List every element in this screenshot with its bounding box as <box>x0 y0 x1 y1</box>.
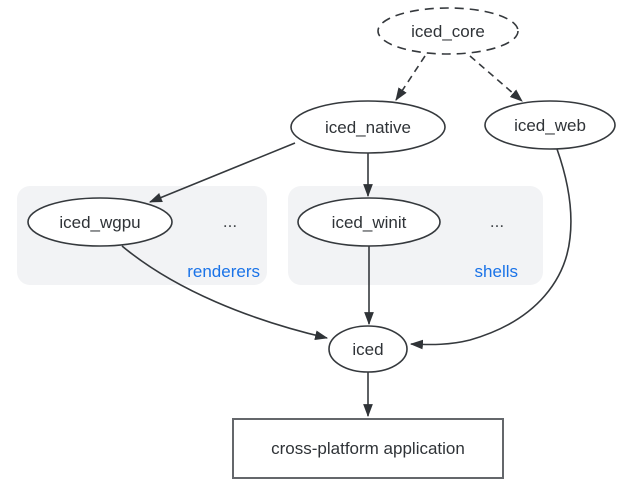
node-cross-platform-application-label: cross-platform application <box>271 439 465 458</box>
shells-more-indicator: ... <box>490 212 504 231</box>
node-iced-wgpu <box>27 197 173 247</box>
node-iced-web-label: iced_web <box>514 116 586 135</box>
shells-group-label: shells <box>475 262 518 281</box>
renderers-more-indicator: ... <box>223 212 237 231</box>
node-iced-label: iced <box>352 340 383 359</box>
edge-iced-wgpu-to-iced <box>121 245 329 341</box>
node-iced-winit <box>297 197 441 247</box>
edge-iced-native-to-iced-wgpu <box>148 142 296 203</box>
renderers-group-label: renderers <box>187 262 260 281</box>
edge-iced-core-to-iced-web <box>469 55 523 102</box>
node-iced-winit-label: iced_winit <box>332 213 407 232</box>
node-iced-core <box>377 7 519 55</box>
node-iced-native <box>290 100 446 154</box>
node-iced-native-label: iced_native <box>325 118 411 137</box>
node-cross-platform-application <box>232 418 504 479</box>
node-iced-core-label: iced_core <box>411 22 485 41</box>
node-iced-web <box>484 100 616 150</box>
edge-iced-web-to-iced <box>409 148 572 350</box>
node-iced <box>328 325 408 373</box>
node-iced-wgpu-label: iced_wgpu <box>59 213 140 232</box>
edge-iced-core-to-iced-native <box>395 55 426 101</box>
